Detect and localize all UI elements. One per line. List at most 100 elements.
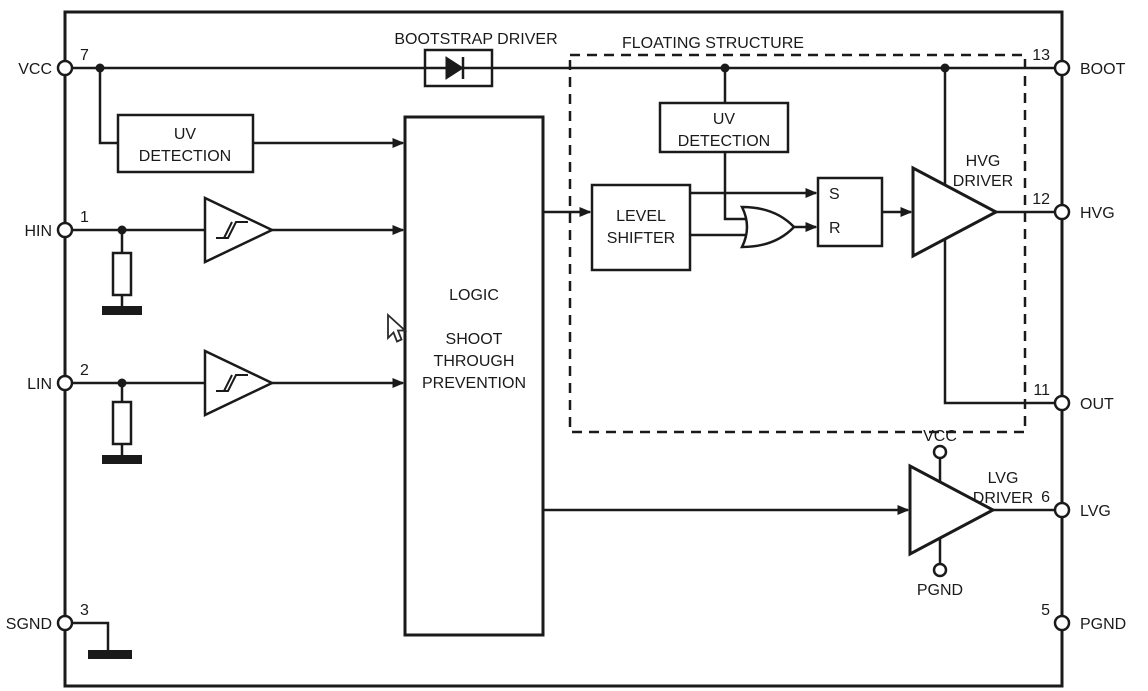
uv-detection-floating-label-line1: UV bbox=[713, 111, 736, 128]
lvg-driver-label-line2: DRIVER bbox=[973, 490, 1033, 507]
pin-lvg: 6 LVG bbox=[1041, 489, 1111, 520]
lvg-driver-block: LVG DRIVER VCC PGND bbox=[908, 428, 1033, 599]
hvg-driver-block: HVG DRIVER bbox=[911, 153, 1013, 259]
pin-name-label: HIN bbox=[24, 223, 52, 240]
pin-terminal bbox=[56, 614, 74, 632]
sr-latch-box bbox=[816, 176, 884, 248]
lin-schmitt-buffer bbox=[203, 349, 275, 417]
hvg-driver-label-line1: HVG bbox=[966, 153, 1001, 170]
sr-latch-r-label: R bbox=[829, 220, 841, 237]
pin-boot: 13 BOOT bbox=[1032, 47, 1125, 78]
uv-detection-left-box bbox=[116, 113, 255, 174]
pin-number-label: 6 bbox=[1041, 489, 1050, 506]
pin-name-label: SGND bbox=[6, 616, 52, 633]
pin-sgnd: SGND 3 bbox=[6, 602, 89, 633]
signal-wires bbox=[253, 138, 913, 515]
pin-terminal bbox=[1053, 394, 1071, 412]
pin-terminal bbox=[1053, 501, 1071, 519]
pin-terminal bbox=[56, 374, 74, 392]
uv-detection-floating-box bbox=[658, 101, 790, 154]
pin-vcc: VCC 7 bbox=[18, 47, 89, 78]
junction-dot bbox=[940, 63, 950, 73]
junction-dot bbox=[117, 225, 127, 235]
pin-lin: LIN 2 bbox=[27, 362, 89, 393]
pin-name-label: VCC bbox=[18, 61, 52, 78]
floating-structure-region bbox=[568, 53, 1027, 434]
pin-out: 11 OUT bbox=[1033, 382, 1114, 413]
interconnect-wires bbox=[72, 68, 1062, 512]
ground-symbol bbox=[88, 650, 132, 659]
uv-detection-left-block: UV DETECTION bbox=[116, 113, 255, 174]
sr-latch-block: S R bbox=[816, 176, 884, 248]
pin-number-label: 13 bbox=[1032, 47, 1050, 64]
uv-detection-floating-label-line2: DETECTION bbox=[678, 133, 770, 150]
hin-schmitt-buffer bbox=[203, 196, 275, 264]
pin-hin: HIN 1 bbox=[24, 209, 89, 240]
pin-number-label: 2 bbox=[80, 362, 89, 379]
ground-symbol bbox=[102, 455, 142, 464]
uv-detection-left-label-line2: DETECTION bbox=[139, 148, 231, 165]
logic-label-line1: LOGIC bbox=[449, 287, 499, 304]
pin-name-label: LVG bbox=[1080, 503, 1111, 520]
resistor-body bbox=[111, 251, 133, 297]
pin-name-label: PGND bbox=[1080, 616, 1126, 633]
pin-pgnd: 5 PGND bbox=[1041, 602, 1126, 633]
level-shifter-label-line2: SHIFTER bbox=[607, 230, 675, 247]
resistor-body bbox=[111, 400, 133, 446]
floating-uv-to-or-wire bbox=[723, 152, 747, 221]
level-shifter-label-line1: LEVEL bbox=[616, 208, 666, 225]
level-shifter-box bbox=[590, 183, 692, 272]
vcc-to-uv-wire bbox=[98, 68, 118, 145]
pin-name-label: LIN bbox=[27, 376, 52, 393]
lvg-driver-triangle bbox=[908, 463, 997, 557]
pin-terminal bbox=[1053, 614, 1071, 632]
ground-symbol bbox=[102, 306, 142, 315]
pin-number-label: 3 bbox=[80, 602, 89, 619]
junction-dot bbox=[95, 63, 105, 73]
uv-detection-floating-block: UV DETECTION bbox=[658, 101, 790, 154]
pin-name-label: HVG bbox=[1080, 205, 1115, 222]
junction-dot bbox=[117, 378, 127, 388]
logic-label-line2: SHOOT bbox=[446, 331, 503, 348]
ic-boundary bbox=[63, 10, 1064, 688]
hysteresis-icon bbox=[223, 374, 233, 392]
hvg-driver-label-line2: DRIVER bbox=[953, 173, 1013, 190]
mouse-cursor bbox=[387, 312, 408, 343]
logic-label-line3: THROUGH bbox=[434, 353, 515, 370]
logic-label-line4: PREVENTION bbox=[422, 375, 526, 392]
floating-structure-label: FLOATING STRUCTURE bbox=[622, 35, 804, 52]
level-shifter-block: LEVEL SHIFTER bbox=[590, 183, 692, 272]
hysteresis-icon bbox=[216, 374, 248, 392]
pin-name-label: BOOT bbox=[1080, 61, 1126, 78]
diode-icon bbox=[445, 56, 464, 80]
pin-number-label: 11 bbox=[1033, 382, 1050, 399]
pin-terminal bbox=[56, 221, 74, 239]
lvg-vcc-terminal bbox=[932, 444, 948, 460]
buffer-triangle bbox=[203, 349, 275, 417]
hvg-driver-to-out-wire bbox=[943, 239, 1062, 405]
pin-terminal bbox=[1053, 203, 1071, 221]
logic-box bbox=[403, 115, 545, 637]
lvg-vcc-label: VCC bbox=[923, 428, 957, 445]
hysteresis-icon bbox=[223, 221, 233, 239]
lvg-driver-label-line1: LVG bbox=[988, 470, 1019, 487]
pin-terminal bbox=[56, 59, 74, 77]
bootstrap-driver-label: BOOTSTRAP DRIVER bbox=[394, 31, 557, 48]
logic-block: LOGIC SHOOT THROUGH PREVENTION bbox=[403, 115, 545, 637]
junction-dots bbox=[95, 63, 950, 388]
pin-number-label: 1 bbox=[80, 209, 89, 226]
sgnd-wire bbox=[72, 621, 110, 650]
hysteresis-icon bbox=[216, 221, 248, 239]
or-gate bbox=[739, 205, 796, 249]
bootstrap-driver: BOOTSTRAP DRIVER bbox=[394, 31, 558, 88]
hin-pulldown-resistor bbox=[102, 230, 142, 315]
lin-pulldown-resistor bbox=[102, 383, 142, 464]
pin-number-label: 5 bbox=[1041, 602, 1050, 619]
lvg-pgnd-terminal bbox=[932, 562, 948, 578]
pin-name-label: OUT bbox=[1080, 396, 1114, 413]
pin-number-label: 7 bbox=[80, 47, 89, 64]
junction-dot bbox=[720, 63, 730, 73]
pin-hvg: 12 HVG bbox=[1032, 191, 1114, 222]
